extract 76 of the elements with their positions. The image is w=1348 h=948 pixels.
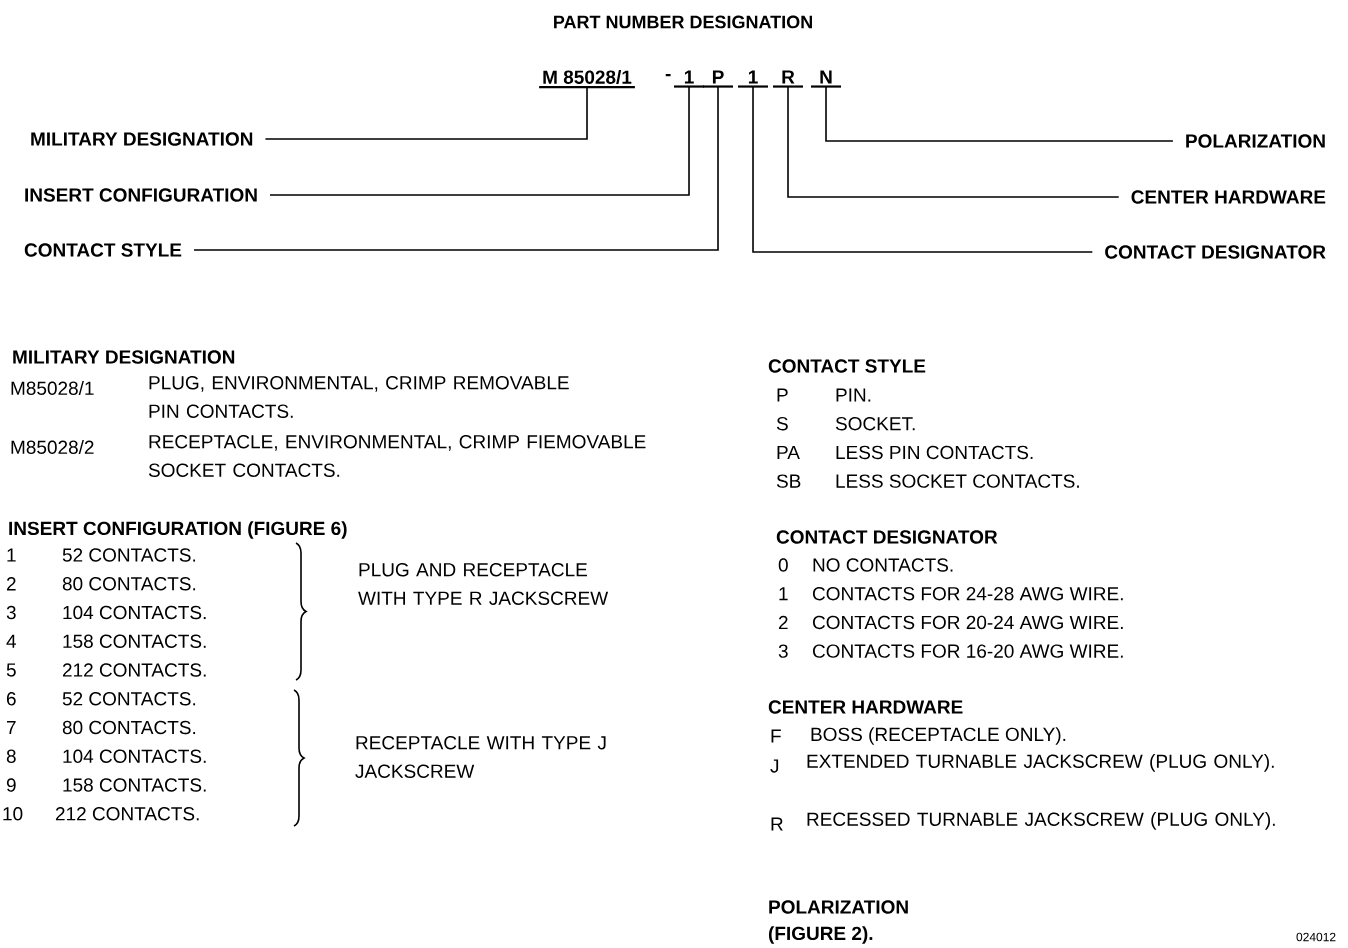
field-label: CONTACT DESIGNATOR (1105, 245, 1326, 259)
description-text: 104 CONTACTS. (63, 605, 206, 620)
code-text: 7 (7, 721, 16, 735)
description-text: SOCKET. (835, 417, 915, 431)
description-text: 158 CONTACTS. (63, 778, 206, 792)
description-text: CONTACTS FOR 16-20 AWG WIRE. (812, 644, 1123, 658)
brace-label: RECEPTACLE WITH TYPE J JACKSCREW (355, 736, 606, 778)
section-heading: CENTER HARDWARE (768, 700, 963, 714)
code-text: 8 (6, 749, 16, 763)
code-text: 9 (6, 778, 16, 792)
code-text: 3 (778, 644, 788, 658)
description-text: LESS SOCKET CONTACTS. (836, 474, 1079, 488)
drawing-number: 024012 (1296, 932, 1336, 942)
leader-line (269, 85, 690, 196)
description-text: PIN. (836, 388, 871, 402)
leader-line (193, 85, 719, 251)
section-heading: POLARIZATION (769, 900, 908, 914)
code-text: 1 (7, 548, 16, 562)
leader-line (752, 85, 1094, 253)
underlined-code: N (811, 70, 841, 88)
field-label: CENTER HARDWARE (1131, 190, 1326, 204)
section-heading: INSERT CONFIGURATION (FIGURE 6) (9, 521, 347, 539)
description-text: BOSS (RECEPTACLE ONLY). (811, 727, 1066, 745)
underlined-code: 1 (674, 70, 704, 88)
leader-line (825, 85, 1174, 142)
leader-line (787, 85, 1120, 198)
code-text: M85028/1 (11, 381, 94, 395)
description-text: 80 CONTACTS. (62, 577, 196, 591)
section-heading: CONTACT STYLE (768, 359, 926, 373)
description-text: 212 CONTACTS. (62, 663, 206, 677)
code-text: R (771, 817, 783, 831)
field-label: MILITARY DESIGNATION (31, 132, 253, 146)
field-label: POLARIZATION (1186, 134, 1325, 148)
description-text: 52 CONTACTS. (62, 548, 196, 562)
code-text: PA (777, 445, 800, 459)
section-heading: MILITARY DESIGNATION (13, 350, 235, 364)
figure-reference: (FIGURE 2). (768, 926, 873, 944)
leader-line (264, 86, 588, 140)
code-text: 10 (3, 807, 23, 821)
code-text: 1 (779, 587, 788, 601)
code-text: 3 (6, 605, 16, 620)
description-text: 52 CONTACTS. (62, 692, 196, 706)
field-label: CONTACT STYLE (24, 243, 182, 257)
field-label: INSERT CONFIGURATION (25, 188, 257, 202)
code-text: 6 (6, 692, 16, 706)
description-text: LESS PIN CONTACTS. (836, 445, 1033, 460)
description-text: 158 CONTACTS. (63, 634, 206, 648)
title: PART NUMBER DESIGNATION (554, 15, 812, 29)
section-heading: CONTACT DESIGNATOR (776, 530, 998, 544)
description-text: CONTACTS FOR 20-24 AWG WIRE. (812, 615, 1123, 630)
underlined-code: 1 (738, 70, 768, 88)
code-text: SB (776, 474, 801, 488)
description-text: CONTACTS FOR 24-28 AWG WIRE. (812, 587, 1123, 601)
description-text: RECEPTACLE, ENVIRONMENTAL, CRIMP FIEMOVABLE SOCKET CONTACTS. (148, 435, 646, 477)
code-text: 4 (6, 634, 16, 648)
separator-dash: - (665, 74, 671, 77)
code-text: 2 (778, 615, 788, 630)
code-text: P (777, 388, 788, 402)
code-text: F (771, 729, 781, 743)
code-text: J (770, 759, 779, 773)
code-text: M85028/2 (11, 440, 94, 454)
code-text: S (776, 417, 788, 431)
description-text: 104 CONTACTS. (63, 749, 206, 763)
underlined-code: R (773, 70, 803, 88)
description-text: NO CONTACTS. (813, 558, 953, 572)
underlined-code: M 85028/1 (539, 69, 635, 89)
code-text: 5 (6, 663, 16, 677)
underlined-code: P (703, 70, 733, 88)
description-text: PLUG, ENVIRONMENTAL, CRIMP REMOVABLE PIN CONTACTS. (149, 376, 569, 418)
description-text: EXTENDED TURNABLE JACKSCREW (PLUG ONLY). (807, 754, 1274, 772)
brace-label: PLUG AND RECEPTACLE WITH TYPE R JACKSCREW (358, 563, 609, 605)
description-text: 212 CONTACTS. (55, 807, 199, 821)
description-text: 80 CONTACTS. (62, 720, 196, 735)
code-text: 2 (6, 577, 16, 591)
description-text: RECESSED TURNABLE JACKSCREW (PLUG ONLY). (807, 812, 1275, 830)
code-text: 0 (778, 558, 788, 572)
